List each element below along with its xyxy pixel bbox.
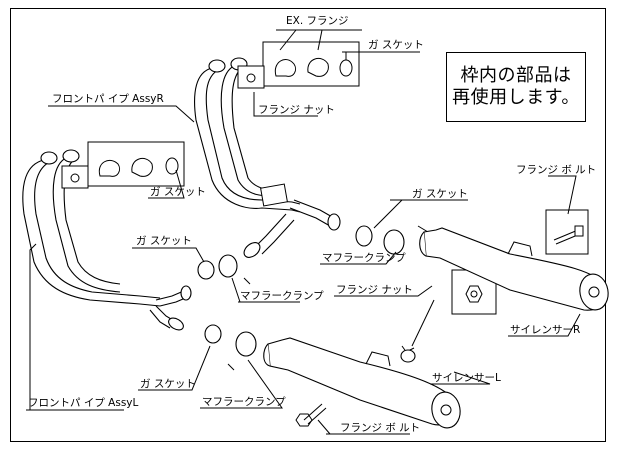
ex-flange-label: EX. フランジ bbox=[286, 15, 349, 27]
flange-bolt-r-box bbox=[545, 209, 589, 255]
gasket-bottom-part bbox=[204, 324, 222, 344]
gasket-left-label: ガ スケット bbox=[150, 186, 206, 198]
muffler-clamp-bottom-label: マフラークランプ bbox=[202, 396, 286, 408]
flange-nut-right-part bbox=[400, 349, 416, 363]
front-pipe-l-label: フロントパ イプ AssyL bbox=[28, 397, 139, 409]
flange-bolt-l-label: フランジ ボ ルト bbox=[340, 422, 420, 434]
reuse-box-upper bbox=[237, 41, 360, 89]
diagram-labels: EX. フランジ ガ スケット フランジ ナット フロントパ イプ AssyR … bbox=[28, 15, 596, 434]
muffler-clamp-mid-label: マフラークランプ bbox=[240, 290, 324, 302]
front-pipe-assy-l bbox=[22, 149, 192, 331]
gasket-left-part bbox=[197, 260, 215, 280]
silencer-r-label: サイレンサーR bbox=[510, 324, 580, 336]
muffler-clamp-mid-part bbox=[218, 254, 238, 278]
notice-line-1: 枠内の部品は bbox=[460, 65, 572, 86]
silencer-l-label: サイレンサーL bbox=[432, 372, 501, 384]
gasket-mid-label: ガ スケット bbox=[136, 235, 192, 247]
leader-lines bbox=[26, 29, 581, 435]
gasket-right-label: ガ スケット bbox=[412, 188, 468, 200]
flange-nut-right-label: フランジ ナット bbox=[336, 284, 413, 296]
muffler-clamp-right-part bbox=[383, 229, 405, 255]
flange-nut-top-label: フランジ ナット bbox=[258, 104, 335, 116]
reuse-box-left bbox=[61, 141, 185, 189]
muffler-clamp-bottom-part bbox=[235, 331, 257, 357]
diagram-frame bbox=[10, 8, 606, 442]
flange-bolt-r-label: フランジ ボ ルト bbox=[516, 164, 596, 176]
gasket-top-label: ガ スケット bbox=[368, 39, 424, 51]
silencer-l bbox=[263, 337, 461, 429]
gasket-right-part bbox=[355, 225, 373, 247]
gasket-bottom-label: ガ スケット bbox=[140, 378, 196, 390]
muffler-clamp-right-label: マフラークランプ bbox=[322, 252, 406, 264]
front-pipe-assy-r bbox=[194, 57, 341, 258]
silencer-r bbox=[419, 227, 609, 311]
front-pipe-r-label: フロントパ イプ AssyR bbox=[52, 93, 164, 105]
reuse-notice-box: 枠内の部品は 再使用します。 bbox=[446, 52, 586, 122]
small-parts bbox=[197, 225, 429, 371]
ex-flange-icon bbox=[274, 57, 329, 77]
notice-line-2: 再使用します。 bbox=[452, 87, 580, 108]
flange-nut-icon bbox=[246, 73, 256, 83]
